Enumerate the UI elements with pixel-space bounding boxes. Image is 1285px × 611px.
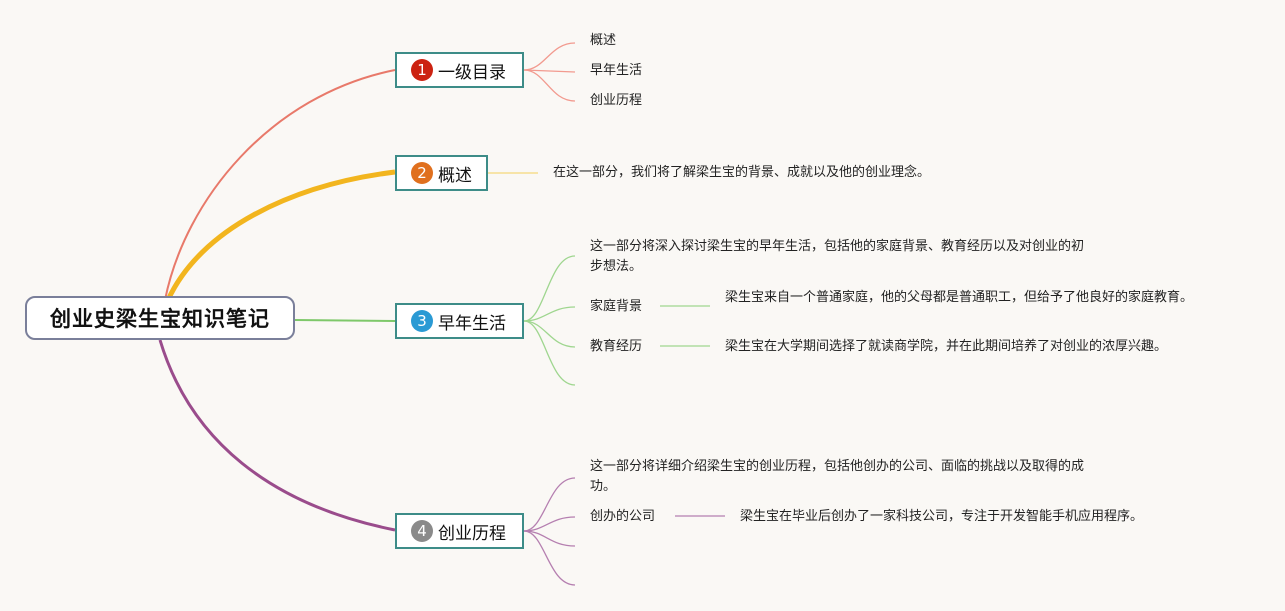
sub-line-3b (523, 306, 576, 322)
sub-line-1c (523, 69, 576, 102)
sub-topic-company-label[interactable]: 创办的公司 (590, 509, 656, 524)
topic-label: 创业历程 (438, 523, 506, 544)
branch-line-2 (165, 169, 396, 302)
early-life-intro[interactable]: 这一部分将深入探讨梁生宝的早年生活，包括他的家庭背景、教育经历以及对创业的初步想… (590, 239, 1085, 274)
sub-topic-company-text[interactable]: 梁生宝在毕业后创办了一家科技公司，专注于开发智能手机应用程序。 (740, 509, 1144, 524)
toc-item-career[interactable]: 创业历程 (590, 93, 643, 108)
sub-topic-family-text[interactable]: 梁生宝来自一个普通家庭，他的父母都是普通职工，但给予了他良好的家庭教育。 (725, 290, 1194, 305)
sub-line-3a (523, 255, 576, 322)
root-title: 创业史梁生宝知识笔记 (50, 307, 270, 331)
overview-text[interactable]: 在这一部分，我们将了解梁生宝的背景、成就以及他的创业理念。 (553, 165, 931, 180)
sub-line-4b (523, 516, 576, 532)
branch-line-3 (294, 319, 396, 322)
sub-topic-education-text[interactable]: 梁生宝在大学期间选择了就读商学院，并在此期间培养了对创业的浓厚兴趣。 (725, 339, 1168, 354)
number-badge-icon: 3 (411, 310, 433, 332)
branch-line-4 (158, 339, 396, 532)
topic-node-4[interactable]: 4 创业历程 (395, 513, 524, 549)
toc-item-overview[interactable]: 概述 (590, 33, 617, 48)
number-badge-icon: 2 (411, 162, 433, 184)
root-node[interactable]: 创业史梁生宝知识笔记 (25, 296, 295, 340)
number-badge-icon: 1 (411, 59, 433, 81)
topic-label: 概述 (438, 165, 472, 186)
sub-line-1b (523, 69, 576, 73)
branch-line-1 (164, 69, 396, 301)
topic-node-1[interactable]: 1 一级目录 (395, 52, 524, 88)
topic-label: 早年生活 (438, 313, 506, 334)
sub-line-3c (523, 320, 576, 348)
topic-label: 一级目录 (438, 62, 506, 83)
number-badge-icon: 4 (411, 520, 433, 542)
sub-line-3d (523, 320, 576, 386)
topic-node-3[interactable]: 3 早年生活 (395, 303, 524, 339)
sub-topic-family-label[interactable]: 家庭背景 (590, 299, 643, 314)
sub-line-4d (523, 530, 576, 586)
topic-node-2[interactable]: 2 概述 (395, 155, 488, 191)
toc-item-early-life[interactable]: 早年生活 (590, 63, 643, 78)
career-intro[interactable]: 这一部分将详细介绍梁生宝的创业历程，包括他创办的公司、面临的挑战以及取得的成功。 (590, 459, 1085, 494)
sub-line-1a (523, 42, 576, 71)
sub-line-4a (523, 477, 576, 532)
sub-topic-education-label[interactable]: 教育经历 (590, 339, 643, 354)
